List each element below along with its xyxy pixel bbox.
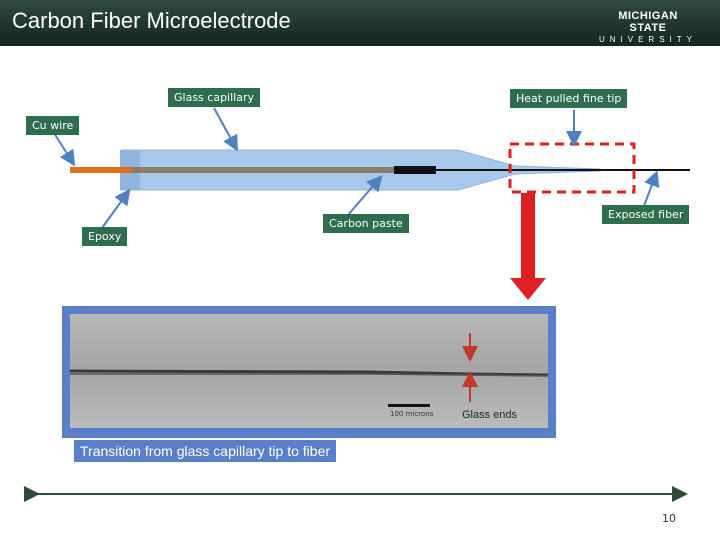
page-title: Carbon Fiber Microelectrode bbox=[12, 8, 291, 33]
label-cu-wire: Cu wire bbox=[26, 116, 80, 135]
university-logo: MICHIGAN STATE UNIVERSITY bbox=[598, 10, 698, 46]
logo-line2: UNIVERSITY bbox=[598, 35, 697, 44]
epoxy-plug bbox=[394, 166, 436, 174]
label-heat-pulled-tip: Heat pulled fine tip bbox=[510, 89, 628, 108]
scale-bar bbox=[388, 404, 430, 407]
glass-ends-label: Glass ends bbox=[462, 409, 518, 421]
epoxy-pointer bbox=[101, 188, 131, 229]
label-glass-capillary: Glass capillary bbox=[168, 88, 260, 107]
cu-wire bbox=[70, 167, 132, 173]
carbon-paste-rod bbox=[132, 167, 394, 173]
down-arrow bbox=[510, 193, 546, 300]
micrograph-fiber bbox=[70, 369, 548, 377]
label-epoxy: Epoxy bbox=[82, 227, 128, 246]
exposed-fiber-pointer bbox=[643, 170, 660, 207]
scale-bar-label: 100 microns bbox=[390, 410, 434, 418]
page-number: 10 bbox=[662, 512, 676, 525]
carbon-paste-pointer bbox=[347, 174, 383, 216]
cu-wire-pointer bbox=[53, 132, 76, 167]
label-carbon-paste: Carbon paste bbox=[323, 214, 409, 233]
glass-capillary-pointer bbox=[213, 107, 238, 152]
header-bar: Carbon Fiber Microelectrode MICHIGAN STA… bbox=[0, 0, 720, 46]
logo-line1: MICHIGAN STATE bbox=[618, 10, 678, 34]
micrograph-caption: Transition from glass capillary tip to f… bbox=[74, 440, 337, 462]
label-exposed-fiber: Exposed fiber bbox=[602, 205, 690, 224]
